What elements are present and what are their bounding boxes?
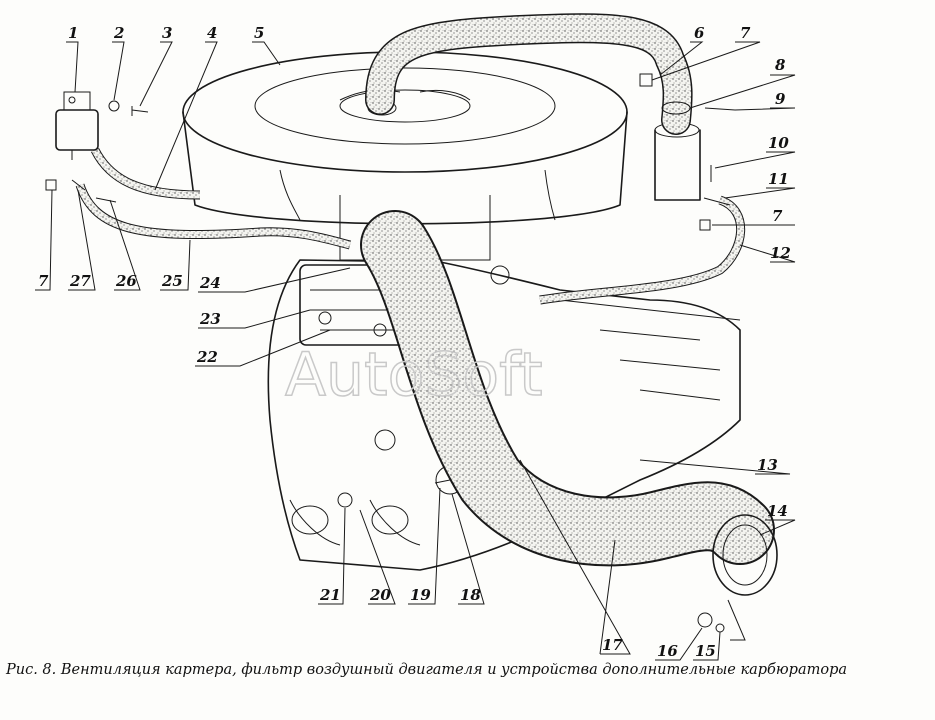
callout-labels: 1 2 3 4 5 6 7 8 9 10 11 7 12 24 23 22 13…: [38, 24, 791, 660]
bolt-3: [131, 106, 149, 116]
nut-16: [697, 612, 713, 628]
callout-5: 5: [254, 24, 264, 42]
callout-2: 2: [113, 24, 124, 42]
sensor-1: [55, 91, 99, 160]
callout-20: 20: [369, 586, 391, 604]
washer-15: [715, 623, 725, 633]
nut-21: [337, 492, 353, 508]
callout-9: 9: [775, 90, 786, 108]
callout-7-top: 7: [740, 24, 751, 42]
small-hoses: [75, 147, 746, 305]
figure-caption: Рис. 8. Вентиляция картера, фильтр возду…: [6, 662, 847, 678]
callout-26: 26: [115, 272, 137, 290]
callout-25: 25: [161, 272, 183, 290]
nut-7-right: [699, 219, 711, 231]
callout-22: 22: [196, 348, 218, 366]
callout-6: 6: [694, 24, 705, 42]
callout-19: 19: [410, 586, 431, 604]
callout-14: 14: [767, 502, 788, 520]
clamp-11: [703, 197, 731, 206]
nut-7-top: [639, 73, 653, 87]
callout-15: 15: [695, 642, 716, 660]
leader-lines: [35, 41, 796, 661]
callout-16: 16: [657, 642, 678, 660]
callout-8: 8: [775, 56, 786, 74]
callout-23: 23: [199, 310, 221, 328]
callout-7-right: 7: [772, 207, 783, 225]
callout-11: 11: [768, 170, 789, 188]
callout-1: 1: [68, 24, 78, 42]
callout-12: 12: [770, 244, 791, 262]
intake-hose-17: [360, 210, 778, 641]
callout-4: 4: [207, 24, 217, 42]
callout-18: 18: [460, 586, 481, 604]
bolt-9: [704, 107, 736, 111]
callout-7-left: 7: [38, 272, 49, 290]
fasteners: [45, 73, 736, 633]
callout-24: 24: [199, 274, 221, 292]
watermark: AutoSoft: [285, 340, 543, 410]
hose-6: [365, 13, 693, 135]
clamp-27: [71, 179, 86, 191]
callout-27: 27: [69, 272, 91, 290]
nut-7-left: [45, 179, 57, 191]
callout-3: 3: [162, 24, 172, 42]
callout-10: 10: [768, 134, 789, 152]
callout-13: 13: [757, 456, 778, 474]
bolt-26: [95, 197, 117, 203]
callout-17: 17: [602, 636, 623, 654]
callout-21: 21: [319, 586, 341, 604]
washer-2: [108, 100, 120, 112]
